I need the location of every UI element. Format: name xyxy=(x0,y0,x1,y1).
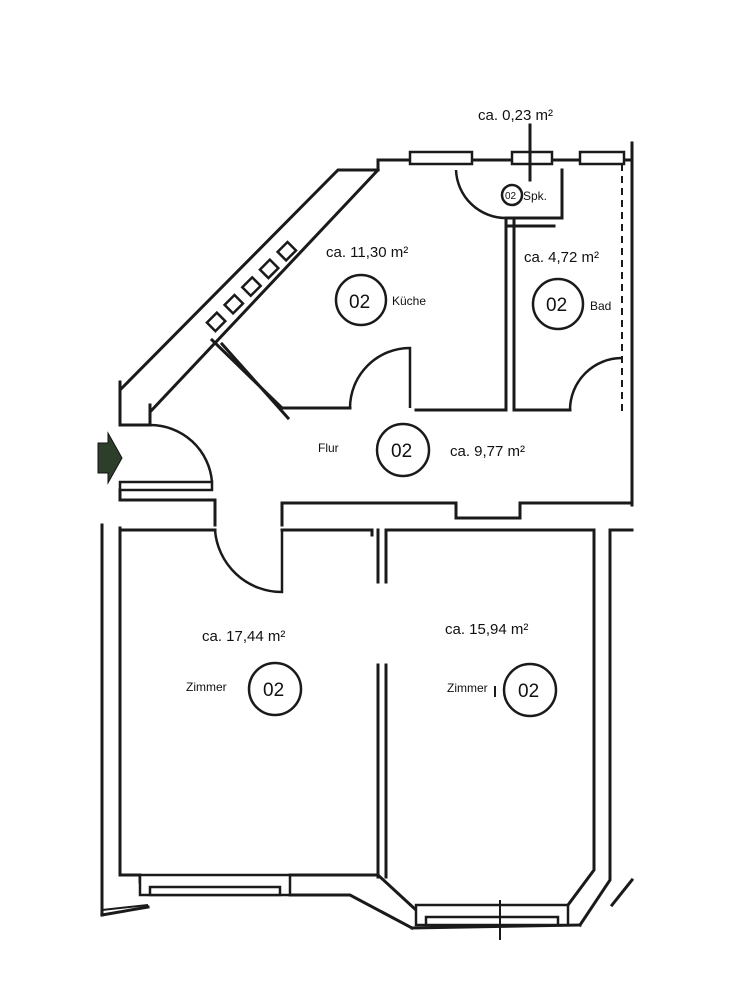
storage-number: 02 xyxy=(505,191,517,202)
window-diagonal xyxy=(205,240,298,333)
hall-number: 02 xyxy=(391,441,412,462)
hall-bottom-wall-inner xyxy=(118,526,217,532)
room-right-outer-right xyxy=(577,528,612,928)
room-left-number: 02 xyxy=(263,680,284,701)
kitchen-diagonal-wall-2 xyxy=(219,341,291,421)
entrance-arrow-icon xyxy=(97,431,123,485)
bath-name: Bad xyxy=(590,299,611,313)
room-left-walls xyxy=(118,528,142,884)
kitchen-name: Küche xyxy=(392,294,426,308)
hall-number-circle xyxy=(375,422,431,478)
room-right-number: 02 xyxy=(518,681,539,702)
hall-bottom-wall-mid xyxy=(280,501,634,527)
kitchen-area: ca. 11,30 m² xyxy=(326,244,408,261)
room-left-bottom xyxy=(100,905,150,917)
storage-wall xyxy=(504,168,564,220)
hall-area: ca. 9,77 m² xyxy=(450,443,525,460)
room-right-bottom-right-outer xyxy=(609,877,635,908)
room-left-area: ca. 17,44 m² xyxy=(202,628,285,645)
room-bath: ca. 4,72 m² 02 Bad xyxy=(524,249,611,331)
hall-bottom-wall-left xyxy=(118,488,217,527)
left-outer-bottom xyxy=(101,904,149,911)
storage-area: ca. 0,23 m² xyxy=(478,107,553,124)
room-left-number-circle xyxy=(247,661,303,717)
entrance-frame xyxy=(118,480,214,492)
window-room-left-bottom-inner xyxy=(148,885,282,897)
kitchen-number-circle xyxy=(334,273,388,327)
room-hall: Flur 02 ca. 9,77 m² xyxy=(318,422,525,478)
bath-area: ca. 4,72 m² xyxy=(524,249,599,266)
room-storage: ca. 0,23 m² 02 Spk. xyxy=(478,107,553,207)
room-left-name: Zimmer xyxy=(186,680,227,694)
door-storage xyxy=(454,169,507,220)
window-bath-top xyxy=(578,150,626,166)
room-left-bottom-right-outer xyxy=(288,893,415,931)
room-left-bottom-right xyxy=(288,873,419,913)
bath-number-circle xyxy=(531,277,585,331)
kitchen-number: 02 xyxy=(349,292,370,313)
room-right-number-circle xyxy=(502,662,558,718)
room-right-name: Zimmer xyxy=(447,681,488,695)
door-bath xyxy=(568,356,623,411)
hall-name: Flur xyxy=(318,441,339,455)
window-room-right-bottom-inner xyxy=(424,915,560,927)
room-left-right-wall xyxy=(280,528,374,537)
outer-wall-left-inner-upper xyxy=(118,410,152,427)
windows xyxy=(118,150,626,940)
outer-wall-top xyxy=(118,158,634,394)
door-kitchen xyxy=(348,346,412,409)
walls xyxy=(100,141,635,931)
storage-name: Spk. xyxy=(523,189,547,203)
door-entrance xyxy=(120,423,214,483)
door-room-left xyxy=(213,529,284,594)
room-right-area: ca. 15,94 m² xyxy=(445,621,528,638)
doors xyxy=(120,169,623,594)
room-right: ca. 15,94 m² Zimmer 02 xyxy=(445,621,558,718)
storage-number-circle xyxy=(500,183,524,207)
window-kitchen-top-1 xyxy=(408,150,474,166)
kitchen-diagonal-wall xyxy=(209,337,352,410)
window-kitchen-top-2 xyxy=(510,150,554,166)
bath-number: 02 xyxy=(546,295,567,316)
room-right-walls xyxy=(384,528,596,908)
room-left: ca. 17,44 m² Zimmer 02 xyxy=(186,628,303,717)
room-kitchen: ca. 11,30 m² 02 Küche xyxy=(326,244,426,327)
